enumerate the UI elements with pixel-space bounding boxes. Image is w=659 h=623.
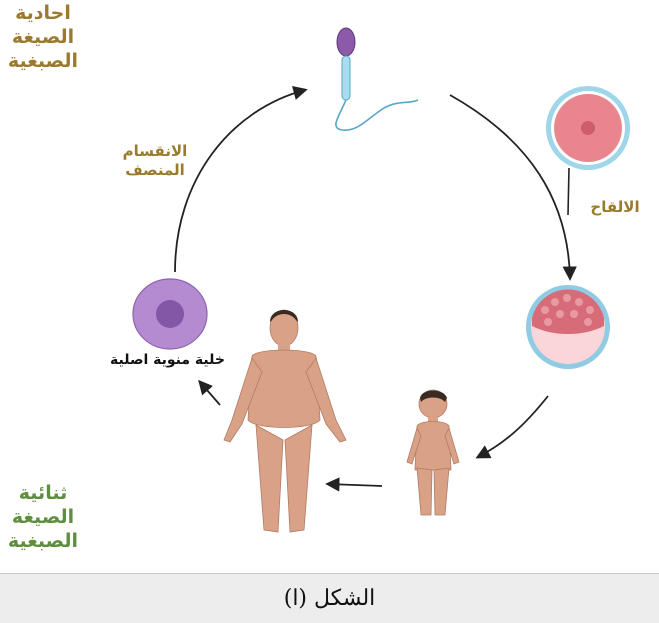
arrow-adult-to-germcell xyxy=(200,382,220,405)
germ-cell-label: خلية منوية اصلية xyxy=(100,352,235,370)
diagram-canvas xyxy=(0,0,659,572)
diploid-label: ثنائية الصيغة الصبغية xyxy=(0,482,86,553)
meiosis-line-2: المنصف xyxy=(110,161,200,180)
diploid-line-1: ثنائية xyxy=(0,482,86,506)
adult-man-icon xyxy=(224,310,346,532)
meiosis-label: الانقسام المنصف xyxy=(110,142,200,180)
arrow-zygote-to-child xyxy=(478,396,548,457)
diploid-line-3: الصبغية xyxy=(0,530,86,554)
germ-cell-icon xyxy=(133,279,207,349)
sperm-icon xyxy=(336,28,418,130)
haploid-label: احادية الصيغة الصبغية xyxy=(0,2,86,73)
arrow-germcell-to-sperm xyxy=(175,90,305,272)
life-cycle-diagram: احادية الصيغة الصبغية ثنائية الصيغة الصب… xyxy=(0,0,659,572)
meiosis-line-1: الانقسام xyxy=(110,142,200,161)
egg-icon xyxy=(546,86,630,170)
diploid-line-2: الصيغة xyxy=(0,506,86,530)
haploid-line-1: احادية xyxy=(0,2,86,26)
child-icon xyxy=(407,390,459,515)
caption-text: الشكل (ا) xyxy=(284,586,376,611)
fertilization-label: الالقاح xyxy=(584,198,646,217)
haploid-line-3: الصبغية xyxy=(0,50,86,74)
arrow-child-to-adult xyxy=(328,484,382,486)
zygote-icon xyxy=(526,285,610,369)
arrow-egg-to-fertilization xyxy=(568,168,569,215)
haploid-line-2: الصيغة xyxy=(0,26,86,50)
figure-caption: الشكل (ا) xyxy=(0,573,659,623)
